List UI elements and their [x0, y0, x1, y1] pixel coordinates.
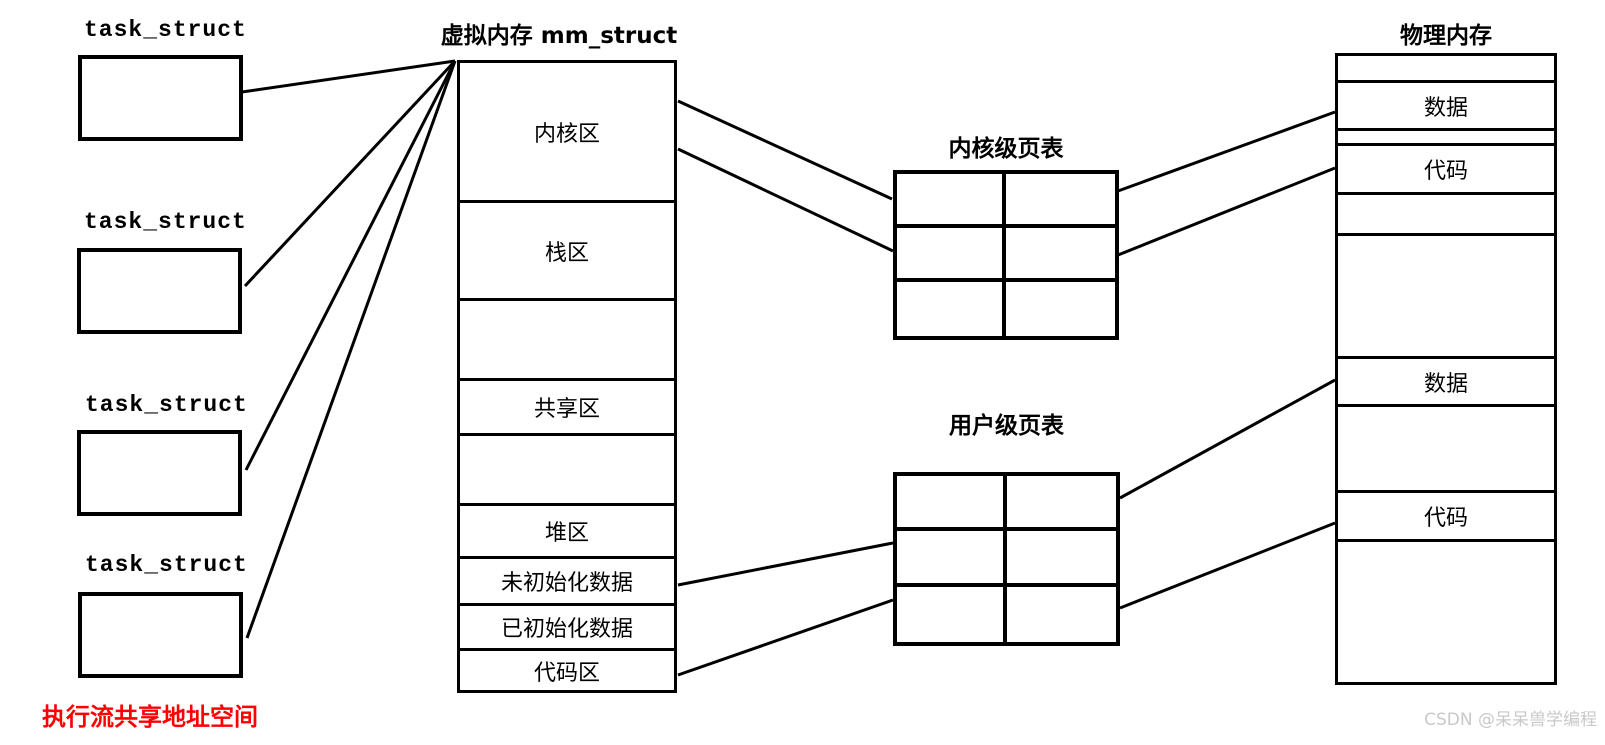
vm-section-label: 已初始化数据: [500, 617, 633, 642]
pm-section-empty-5: [1338, 407, 1554, 493]
user-page-table: [893, 472, 1120, 646]
vm-section-stack: 栈区: [460, 203, 674, 301]
vm-section-empty-1: [460, 301, 674, 381]
line-task2-to-vm: [243, 59, 457, 288]
task-struct-box-3: [77, 430, 242, 516]
vm-section-kernel: 内核区: [460, 63, 674, 203]
physical-memory-box: 数据 代码 数据 代码: [1335, 53, 1557, 685]
vm-section-label: 栈区: [544, 240, 589, 266]
pm-section-label: 代码: [1423, 506, 1468, 531]
line-vm-code-to-upt: [677, 598, 894, 677]
pm-section-data-2: 数据: [1338, 359, 1554, 407]
vm-section-bss: 未初始化数据: [460, 559, 674, 606]
vm-section-label: 内核区: [533, 121, 600, 147]
vm-section-empty-2: [460, 436, 674, 506]
virtual-memory-box: 内核区 栈区 共享区 堆区 未初始化数据 已初始化数据 代码区: [457, 60, 677, 693]
line-task3-to-vm: [244, 60, 457, 471]
line-kpt-to-phys-data: [1117, 110, 1336, 193]
pm-section-empty-3: [1338, 195, 1554, 236]
pm-section-code-1: 代码: [1338, 146, 1554, 195]
kernel-page-table: [893, 170, 1119, 340]
page-table-cell: [897, 586, 1007, 642]
vm-section-data: 已初始化数据: [460, 606, 674, 651]
virtual-memory-title: 虚拟内存 mm_struct: [440, 23, 678, 49]
vm-section-label: 未初始化数据: [500, 571, 633, 596]
pm-section-label: 代码: [1423, 159, 1468, 184]
pm-section-data-1: 数据: [1338, 83, 1554, 131]
csdn-watermark: CSDN @呆呆兽学编程: [1424, 710, 1597, 730]
vm-section-code: 代码区: [460, 651, 674, 690]
task-struct-box-4: [78, 592, 243, 678]
line-task1-to-vm: [241, 59, 456, 94]
line-vm-kernel-to-kpt-1: [677, 99, 893, 201]
pm-section-code-2: 代码: [1338, 493, 1554, 542]
page-table-cell: [1006, 228, 1115, 282]
line-upt-to-phys-data: [1119, 378, 1336, 500]
line-kpt-to-phys-code: [1117, 166, 1336, 257]
physical-memory-title: 物理内存: [1400, 23, 1492, 49]
task-struct-label-3: task_struct: [85, 392, 248, 418]
vm-section-label: 堆区: [544, 521, 589, 546]
vm-section-label: 代码区: [533, 660, 600, 686]
footer-note: 执行流共享地址空间: [42, 703, 258, 731]
task-struct-label-2: task_struct: [84, 209, 247, 235]
pm-section-label: 数据: [1423, 95, 1468, 121]
vm-section-heap: 堆区: [460, 506, 674, 559]
line-vm-bss-to-upt: [677, 541, 894, 587]
page-table-cell: [897, 531, 1007, 587]
page-table-cell: [1006, 531, 1116, 587]
task-struct-box-2: [77, 248, 242, 334]
user-page-table-title: 用户级页表: [949, 413, 1064, 439]
task-struct-label-4: task_struct: [85, 552, 248, 578]
task-struct-box-1: [78, 55, 243, 141]
pm-section-empty-1: [1338, 56, 1554, 83]
page-table-cell: [897, 228, 1006, 282]
task-struct-label-1: task_struct: [84, 17, 247, 43]
page-table-cell: [897, 174, 1006, 228]
kernel-page-table-title: 内核级页表: [948, 136, 1064, 162]
page-table-cell: [1007, 587, 1117, 642]
page-table-cell: [897, 476, 1007, 532]
pm-section-empty-2: [1338, 131, 1554, 146]
pm-section-label: 数据: [1423, 371, 1468, 397]
page-table-cell: [897, 282, 1006, 336]
page-table-cell: [1006, 476, 1116, 532]
page-table-cell: [1006, 282, 1115, 336]
line-task4-to-vm: [245, 60, 457, 639]
line-upt-to-phys-code: [1119, 521, 1336, 610]
page-table-cell: [1006, 174, 1115, 228]
line-vm-kernel-to-kpt-2: [677, 147, 894, 253]
pm-section-empty-4: [1338, 236, 1554, 359]
vm-section-shared: 共享区: [460, 381, 674, 436]
vm-section-label: 共享区: [533, 397, 600, 422]
pm-section-empty-6: [1338, 542, 1554, 682]
